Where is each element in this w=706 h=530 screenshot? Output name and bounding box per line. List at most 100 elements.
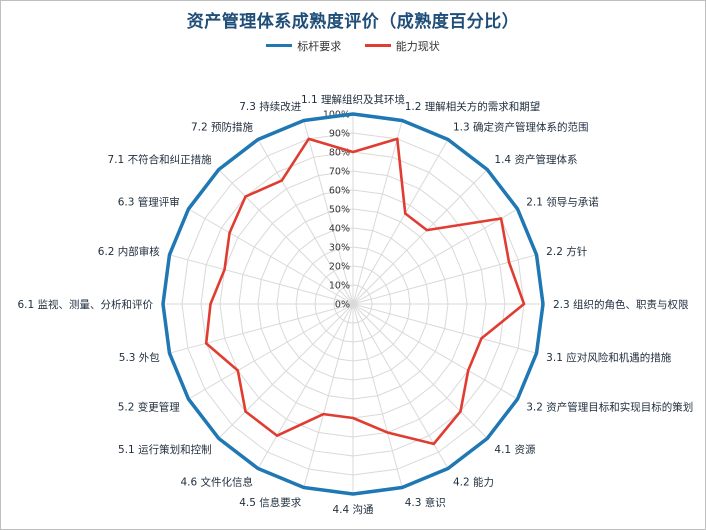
grid-spoke-23 xyxy=(303,120,354,305)
axis-label-8: 3.2 资产管理目标和实现目标的策划 xyxy=(526,401,693,414)
grid-spoke-16 xyxy=(188,303,354,400)
tick-label-10: 10% xyxy=(329,281,350,292)
axis-label-12: 4.4 沟通 xyxy=(332,503,374,516)
series-0-point-2 xyxy=(446,138,450,141)
axis-label-23: 7.3 持续改进 xyxy=(239,100,302,113)
grid-spoke-9 xyxy=(352,303,488,439)
tick-label-20: 20% xyxy=(329,262,350,273)
grid-spoke-20 xyxy=(188,208,354,305)
series-1-point-12 xyxy=(351,416,355,420)
series-1-point-0 xyxy=(351,150,355,154)
tick-label-80: 80% xyxy=(329,148,350,159)
series-1-point-3 xyxy=(425,228,429,232)
grid-spoke-4 xyxy=(352,208,518,305)
series-0-point-9 xyxy=(486,437,489,440)
legend-swatch-current xyxy=(364,44,391,47)
grid-spoke-14 xyxy=(257,303,354,469)
series-0-point-4 xyxy=(516,207,519,211)
series-0-point-11 xyxy=(400,486,404,489)
grid-spoke-11 xyxy=(352,303,403,488)
series-1-point-2 xyxy=(404,212,407,215)
legend: 标杆要求 能力现状 xyxy=(1,37,705,54)
series-1-point-1 xyxy=(396,137,399,141)
series-1-point-8 xyxy=(466,369,470,372)
grid-spoke-21 xyxy=(218,169,354,305)
series-1-point-5 xyxy=(507,261,511,264)
series-1-point-19 xyxy=(223,268,226,271)
grid-spoke-22 xyxy=(257,139,354,305)
axis-label-7: 3.1 应对风险和机遇的措施 xyxy=(546,351,672,364)
series-1-point-14 xyxy=(275,434,279,437)
axis-label-5: 2.2 方针 xyxy=(546,245,587,258)
grid-spoke-8 xyxy=(352,303,518,400)
axis-label-6: 2.3 组织的角色、职责与权限 xyxy=(553,298,689,311)
legend-entry-current: 能力现状 xyxy=(364,38,440,54)
tick-label-60: 60% xyxy=(329,186,350,197)
series-0-point-0 xyxy=(351,112,355,116)
series-0-point-12 xyxy=(351,492,355,496)
axis-label-19: 6.2 内部审核 xyxy=(98,245,161,258)
axis-label-10: 4.2 能力 xyxy=(453,476,494,489)
tick-label-40: 40% xyxy=(329,224,350,235)
series-0-point-5 xyxy=(535,253,538,257)
axis-label-13: 4.5 信息要求 xyxy=(239,496,302,509)
chart-title: 资产管理体系成熟度评价（成熟度百分比） xyxy=(186,12,520,32)
axis-label-15: 5.1 运行策划和控制 xyxy=(118,443,212,456)
grid-spoke-7 xyxy=(352,303,537,354)
series-1-point-16 xyxy=(236,369,240,372)
series-0-point-20 xyxy=(187,207,190,211)
series-0-point-6 xyxy=(541,302,545,306)
axis-label-20: 6.3 管理评审 xyxy=(118,196,180,209)
series-1-point-9 xyxy=(459,410,462,413)
series-1-point-21 xyxy=(244,195,247,198)
grid-spoke-15 xyxy=(218,303,354,439)
series-1-point-15 xyxy=(244,410,247,413)
axis-label-3: 1.4 资产管理体系 xyxy=(494,153,577,166)
grid-spoke-17 xyxy=(169,303,354,354)
grid-spoke-10 xyxy=(352,303,449,469)
series-0-point-17 xyxy=(168,351,171,355)
series-1-point-17 xyxy=(204,342,208,345)
series-0-point-10 xyxy=(446,467,450,470)
grid-spoke-19 xyxy=(169,254,354,305)
series-0-point-3 xyxy=(486,168,489,171)
tick-label-0: 0% xyxy=(335,300,350,311)
series-0-point-14 xyxy=(256,467,260,470)
series-1-point-20 xyxy=(228,231,231,234)
axis-label-0: 1.1 理解组织及其环境 xyxy=(301,93,405,106)
axis-label-9: 4.1 资源 xyxy=(494,443,536,456)
series-0-point-23 xyxy=(302,119,306,122)
axis-label-2: 1.3 确定资产管理体系的范围 xyxy=(453,120,589,133)
series-1-point-13 xyxy=(322,412,325,416)
tick-label-90: 90% xyxy=(329,129,350,140)
series-1-point-7 xyxy=(480,337,483,340)
grid-spoke-2 xyxy=(352,139,449,305)
series-0-point-8 xyxy=(516,397,519,401)
axis-label-1: 1.2 理解相关方的需求和期望 xyxy=(405,100,541,113)
series-1-point-11 xyxy=(386,431,389,434)
series-0-point-18 xyxy=(161,302,165,306)
legend-label-current: 能力现状 xyxy=(395,39,440,53)
series-1-point-4 xyxy=(499,217,503,220)
series-0-point-22 xyxy=(256,138,260,141)
series-1-point-23 xyxy=(307,137,310,141)
legend-entry-benchmark: 标杆要求 xyxy=(266,38,341,54)
axis-label-17: 5.3 外包 xyxy=(119,351,161,364)
grid-spoke-5 xyxy=(352,254,537,305)
legend-label-benchmark: 标杆要求 xyxy=(297,39,342,53)
series-1-point-22 xyxy=(280,179,283,182)
axis-label-21: 7.1 不符合和纠正措施 xyxy=(108,153,213,166)
series-0-point-19 xyxy=(168,253,171,257)
series-0-point-13 xyxy=(302,486,306,489)
axis-label-16: 5.2 变更管理 xyxy=(118,401,181,414)
series-0-point-1 xyxy=(400,119,404,122)
series-0-point-21 xyxy=(217,168,220,171)
axis-label-4: 2.1 领导与承诺 xyxy=(526,196,599,209)
series-0-point-15 xyxy=(217,437,220,440)
legend-swatch-benchmark xyxy=(266,44,293,47)
tick-label-50: 50% xyxy=(329,205,350,216)
tick-label-30: 30% xyxy=(329,243,350,254)
grid-spoke-13 xyxy=(303,303,354,488)
